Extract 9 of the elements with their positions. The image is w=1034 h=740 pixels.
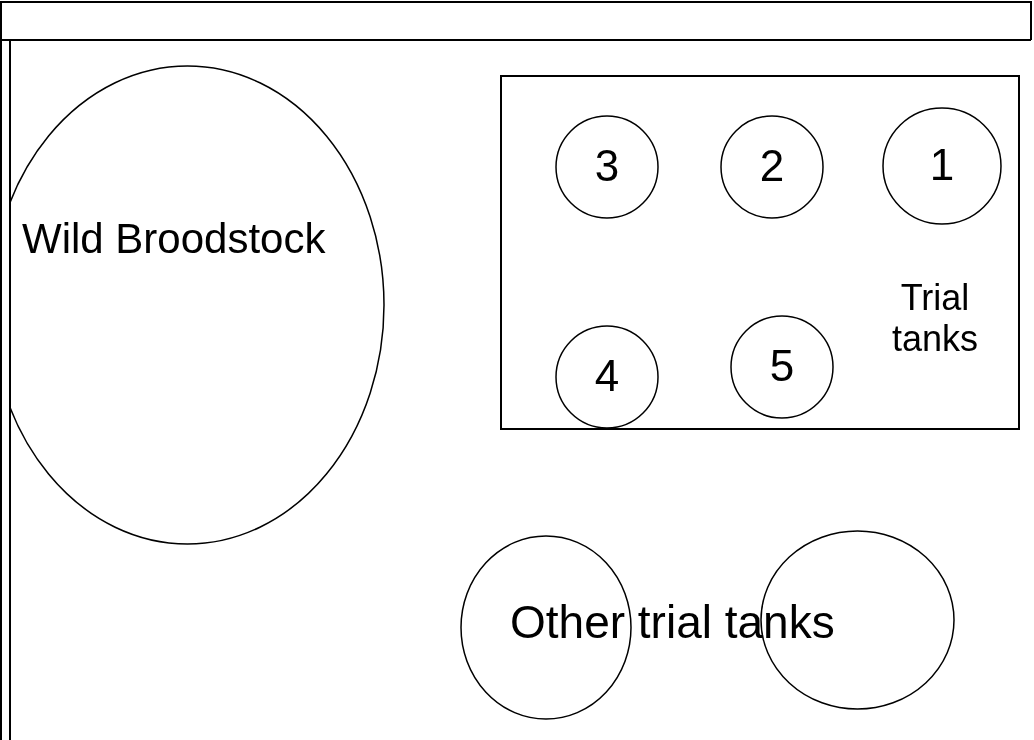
tank-number: 2: [758, 140, 786, 192]
trial-tank-area: [500, 75, 1020, 430]
tank-number: 5: [768, 340, 796, 392]
tank-number: 3: [593, 140, 621, 192]
tank-label: Wild Broodstock: [22, 215, 327, 264]
tank-label: Trial tanks: [890, 277, 979, 360]
tank-number: 4: [593, 350, 621, 402]
tank-number: 1: [928, 139, 956, 191]
tank-circle: [460, 535, 632, 720]
